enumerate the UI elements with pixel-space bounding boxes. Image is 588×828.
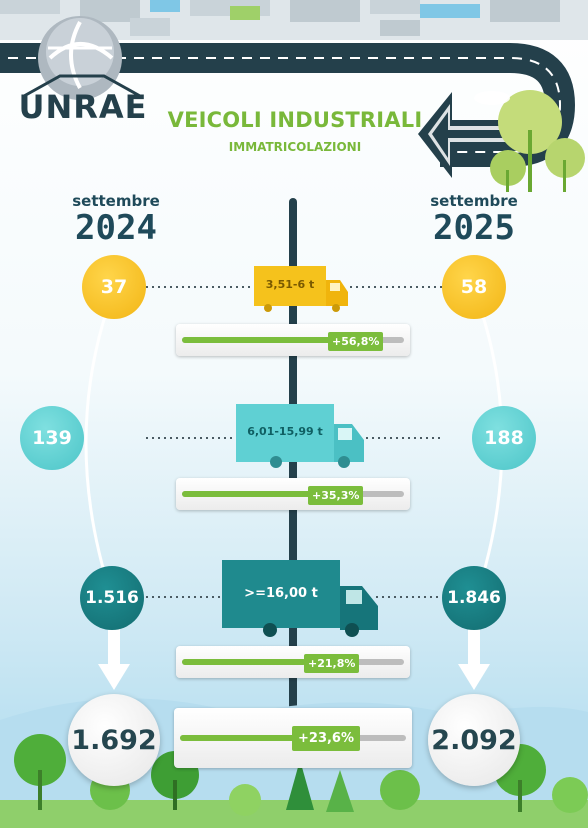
change-badge-total: +23,6% xyxy=(292,726,360,751)
left-year-label: 2024 xyxy=(75,208,157,248)
change-bar-light: +56,8% xyxy=(176,324,410,356)
change-badge-light: +56,8% xyxy=(328,332,384,351)
total-2024: 1.692 xyxy=(68,694,160,786)
logo-text: UNRAE xyxy=(18,88,148,126)
change-bar-heavy: +21,8% xyxy=(176,646,410,678)
segment-label-medium: 6,01-15,99 t xyxy=(247,425,323,438)
change-badge-medium: +35,3% xyxy=(308,486,364,505)
change-fill-total xyxy=(180,735,308,741)
value-2024-heavy: 1.516 xyxy=(80,566,144,630)
truck-medium xyxy=(236,404,364,468)
change-badge-heavy: +21,8% xyxy=(304,654,360,673)
change-fill-medium xyxy=(182,491,321,497)
change-fill-heavy xyxy=(182,659,306,665)
value-2024-medium: 139 xyxy=(20,406,84,470)
page-title: VEICOLI INDUSTRIALI xyxy=(167,108,423,132)
segment-label-heavy: >=16,00 t xyxy=(244,586,318,601)
right-month-label: settembre xyxy=(430,192,518,210)
segment-label-light: 3,51-6 t xyxy=(265,278,315,291)
change-bar-total: +23,6% xyxy=(174,708,412,768)
page-subtitle: IMMATRICOLAZIONI xyxy=(228,140,362,154)
change-fill-light xyxy=(182,337,345,343)
city-map-strip xyxy=(0,0,588,40)
truck-small xyxy=(254,266,348,312)
value-2025-light: 58 xyxy=(442,255,506,319)
truck-large xyxy=(222,560,378,637)
total-2025: 2.092 xyxy=(428,694,520,786)
value-2024-light: 37 xyxy=(82,255,146,319)
trees-top-right xyxy=(474,90,585,192)
right-year-label: 2025 xyxy=(433,208,515,248)
unrae-logo-globe xyxy=(23,16,141,100)
value-2025-medium: 188 xyxy=(472,406,536,470)
value-2025-heavy: 1.846 xyxy=(442,566,506,630)
change-bar-medium: +35,3% xyxy=(176,478,410,510)
left-month-label: settembre xyxy=(72,192,160,210)
